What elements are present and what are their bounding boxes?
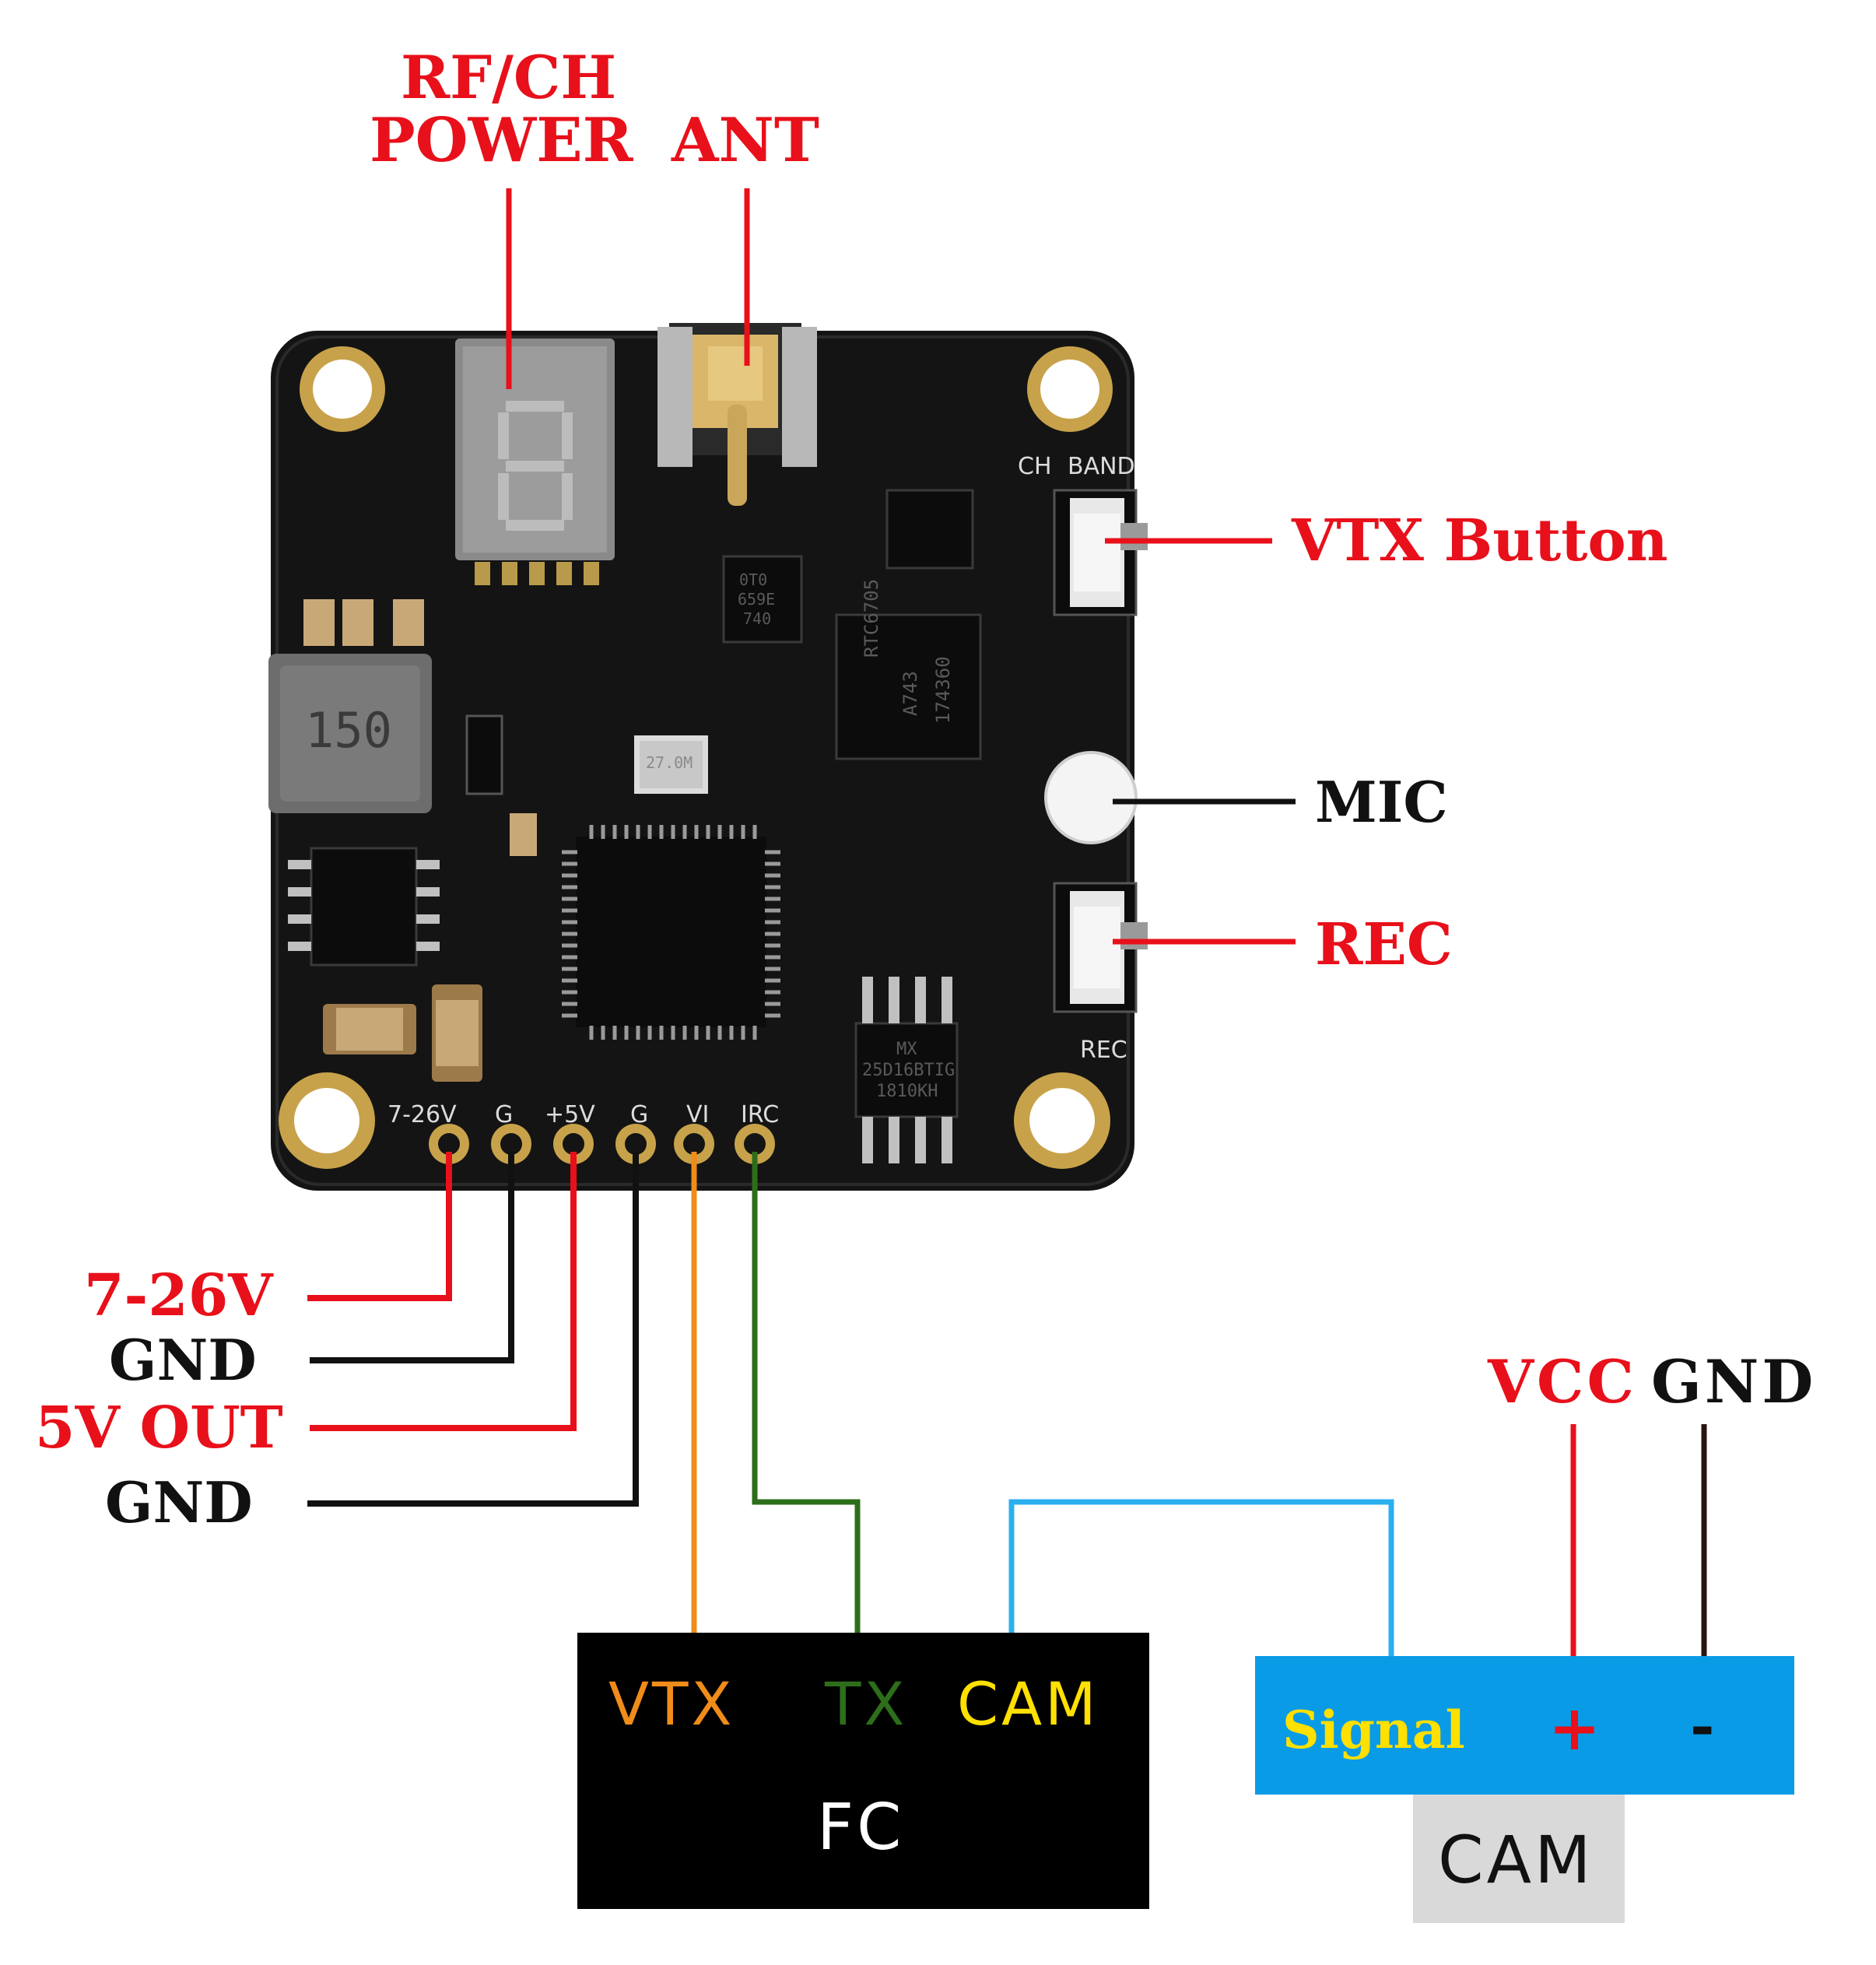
main-mcu-chip — [562, 825, 780, 1040]
small-chip-marking-1: 0T0 — [739, 570, 768, 589]
power-label: POWER — [370, 105, 633, 176]
rec-button — [1053, 882, 1148, 1013]
capacitor — [323, 1004, 416, 1054]
pin-pad-5v — [553, 1124, 594, 1164]
silk-pin-g: G — [495, 1101, 514, 1128]
wire-gnd — [310, 1152, 514, 1363]
pin-wires — [307, 1152, 1707, 1658]
silk-pin-g-2: G — [630, 1101, 649, 1128]
mic-label: MIC — [1315, 769, 1448, 835]
mounting-hole — [1014, 1072, 1110, 1169]
pin-pad-vi — [674, 1124, 714, 1164]
small-chip-marking-2: 659E — [738, 590, 776, 609]
pin-pad-gnd-2 — [615, 1124, 656, 1164]
silk-rec: REC — [1080, 1037, 1127, 1064]
cam-title: CAM — [1438, 1822, 1594, 1898]
square-chip — [885, 489, 974, 570]
vcc-label: VCC — [1488, 1347, 1637, 1416]
wire-irc-green — [752, 1152, 861, 1634]
flash-chip-marking-3: 1810KH — [876, 1082, 938, 1101]
mounting-hole — [300, 346, 385, 432]
wire-7-26v — [307, 1152, 452, 1301]
seven-segment-display — [455, 339, 615, 585]
cam-label-box — [1413, 1795, 1625, 1923]
crystal-oscillator — [634, 735, 708, 794]
label-gnd-2: GND — [105, 1469, 253, 1535]
regulator-chip — [288, 847, 440, 967]
pin-pad-irc — [735, 1124, 775, 1164]
wire-gnd-2 — [307, 1152, 639, 1507]
wire-5v-out — [310, 1152, 577, 1431]
wire-cam-blue — [1008, 1499, 1394, 1658]
cam-gnd-label: GND — [1651, 1347, 1817, 1416]
mounting-hole — [1027, 346, 1113, 432]
fc-title: FC — [817, 1791, 905, 1865]
rf-chip-marking-1: RTC6705 — [861, 578, 882, 658]
fc-box — [577, 1633, 1149, 1909]
rf-chip-marking-3: 174360 — [932, 656, 954, 724]
rf-ch-label: RF/CH — [401, 43, 617, 112]
label-gnd-1: GND — [109, 1327, 257, 1393]
crystal-marking: 27.0M — [646, 753, 693, 772]
cam-signal-label: Signal — [1282, 1700, 1465, 1760]
inductor-marking: 150 — [305, 702, 392, 759]
vtx-button-label: VTX Button — [1292, 507, 1668, 574]
small-chip — [722, 555, 803, 644]
leader-lines — [506, 188, 1296, 945]
silk-ch: CH — [1018, 453, 1052, 480]
cam-box — [1255, 1656, 1794, 1795]
flash-chip — [854, 977, 959, 1163]
flash-chip-marking-1: MX — [896, 1040, 917, 1059]
silk-pin-7-26v: 7-26V — [387, 1101, 457, 1128]
silk-pin-5v: +5V — [545, 1101, 595, 1128]
flash-chip-marking-2: 25D16BTIG — [862, 1061, 956, 1080]
microphone — [1044, 751, 1138, 844]
fc-cam-label: CAM — [957, 1669, 1099, 1739]
silk-pin-irc: IRC — [741, 1101, 780, 1128]
rf-chip — [835, 613, 982, 760]
cam-plus-label: + — [1548, 1691, 1601, 1764]
small-chip-marking-3: 740 — [743, 609, 772, 628]
pin-pad-gnd — [491, 1124, 531, 1164]
fc-tx-label: TX — [825, 1669, 908, 1739]
power-inductor — [268, 654, 432, 813]
rf-chip-marking-2: A743 — [899, 671, 921, 716]
vtx-button — [1053, 489, 1148, 616]
mounting-hole — [279, 1072, 375, 1169]
label-7-26v: 7-26V — [84, 1262, 273, 1329]
ant-label: ANT — [672, 105, 819, 176]
antenna-connector — [657, 323, 817, 506]
vtx-pcb-board — [268, 323, 1148, 1191]
label-5v-out: 5V OUT — [35, 1395, 283, 1461]
capacitor — [432, 984, 482, 1082]
silk-pin-vi: VI — [686, 1101, 710, 1128]
rec-label: REC — [1315, 911, 1453, 978]
cam-minus-label: - — [1690, 1691, 1715, 1760]
capacitor — [303, 599, 537, 856]
fc-vtx-label: VTX — [608, 1669, 735, 1739]
pin-pad-7-26v — [429, 1124, 469, 1164]
silk-band: BAND — [1068, 453, 1135, 480]
